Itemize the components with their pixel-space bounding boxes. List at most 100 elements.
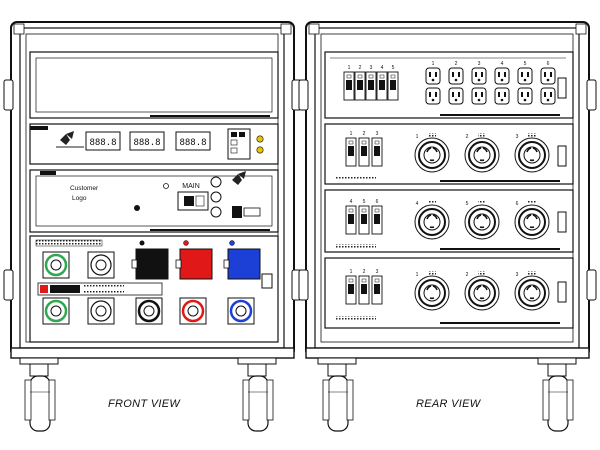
digital-meter: 888.8 xyxy=(129,131,165,151)
receptacle-number: 1 xyxy=(416,134,419,140)
latch-handle[interactable] xyxy=(557,145,567,167)
branch-breaker[interactable] xyxy=(371,205,383,235)
duplex-outlet-icon[interactable] xyxy=(517,67,533,85)
twist-lock-receptacle-icon[interactable] xyxy=(464,200,500,240)
duplex-outlet-icon[interactable] xyxy=(494,67,510,85)
duplex-outlet-icon[interactable] xyxy=(425,87,441,105)
breaker-number: 1 xyxy=(348,65,351,71)
receptacle-number: 5 xyxy=(524,61,527,67)
duplex-outlet-icon[interactable] xyxy=(471,67,487,85)
twist-lock-receptacle-icon[interactable] xyxy=(514,271,550,311)
camlock-neutral-output[interactable] xyxy=(87,297,115,325)
branch-breaker[interactable] xyxy=(358,137,370,167)
camlock-neutral-input[interactable] xyxy=(87,251,115,279)
duplex-outlet-icon[interactable] xyxy=(471,87,487,105)
breaker-number: 5 xyxy=(363,199,366,205)
breaker-number: 2 xyxy=(359,65,362,71)
rear-view-caption: REAR VIEW xyxy=(416,398,481,410)
branch-breaker[interactable] xyxy=(371,137,383,167)
indicator-lamp-icon xyxy=(210,176,222,188)
front-main-panel: Customer Logo MAIN xyxy=(29,169,279,233)
receptacle-number: 3 xyxy=(516,134,519,140)
branch-breaker[interactable] xyxy=(354,71,366,101)
meter-readout: 888.8 xyxy=(133,138,160,148)
branch-breaker[interactable] xyxy=(345,137,357,167)
twist-lock-receptacle-icon[interactable] xyxy=(414,271,450,311)
breaker-number: 5 xyxy=(392,65,395,71)
breaker-number: 1 xyxy=(350,131,353,137)
indicator-lamp-icon xyxy=(210,206,222,218)
latch-handle[interactable] xyxy=(261,273,273,289)
twist-lock-receptacle-icon[interactable] xyxy=(464,133,500,173)
branch-breaker[interactable] xyxy=(387,71,399,101)
front-caster-left xyxy=(19,357,59,432)
phase-b-cover[interactable] xyxy=(175,248,213,280)
twist-lock-receptacle-icon[interactable] xyxy=(414,200,450,240)
warning-icon xyxy=(40,285,48,293)
selector-switch[interactable] xyxy=(227,128,251,160)
camlock-ground-input[interactable] xyxy=(42,251,70,279)
receptacle-number: 2 xyxy=(455,61,458,67)
camlock-phase-c-output[interactable] xyxy=(227,297,255,325)
breaker-number: 6 xyxy=(376,199,379,205)
camlock-phase-a-output[interactable] xyxy=(135,297,163,325)
receptacle-number: 5 xyxy=(466,201,469,207)
twist-lock-receptacle-icon[interactable] xyxy=(514,133,550,173)
duplex-outlet-icon[interactable] xyxy=(540,87,556,105)
receptacle-number: 6 xyxy=(547,61,550,67)
branch-breaker[interactable] xyxy=(358,205,370,235)
indicator-lamp-icon xyxy=(210,191,222,203)
front-view-caption: FRONT VIEW xyxy=(108,398,181,410)
duplex-outlet-icon[interactable] xyxy=(494,87,510,105)
brand-logo-icon xyxy=(232,171,246,185)
duplex-outlet-icon[interactable] xyxy=(517,87,533,105)
camlock-phase-b-output[interactable] xyxy=(179,297,207,325)
receptacle-number: 1 xyxy=(416,272,419,278)
duplex-outlet-icon[interactable] xyxy=(448,67,464,85)
twist-lock-receptacle-icon[interactable] xyxy=(464,271,500,311)
latch-handle[interactable] xyxy=(557,211,567,233)
customer-logo-line1: Customer xyxy=(70,185,99,192)
branch-breaker[interactable] xyxy=(343,71,355,101)
duplex-outlet-icon[interactable] xyxy=(425,67,441,85)
digital-meter: 888.8 xyxy=(175,131,211,151)
digital-meter: 888.8 xyxy=(85,131,121,151)
front-meter-panel: 888.8 888.8 888.8 xyxy=(29,123,279,165)
meter-readout: 888.8 xyxy=(89,138,116,148)
front-caster-right xyxy=(237,357,277,432)
phase-c-cover[interactable] xyxy=(223,248,261,280)
breaker-number: 3 xyxy=(376,131,379,137)
branch-breaker[interactable] xyxy=(345,275,357,305)
duplex-outlet-icon[interactable] xyxy=(540,67,556,85)
receptacle-number: 1 xyxy=(432,61,435,67)
receptacle-number: 2 xyxy=(466,272,469,278)
latch-handle[interactable] xyxy=(557,77,567,99)
meter-readout: 888.8 xyxy=(179,138,206,148)
twist-lock-receptacle-icon[interactable] xyxy=(414,133,450,173)
branch-breaker[interactable] xyxy=(371,275,383,305)
duplex-outlet-icon[interactable] xyxy=(448,87,464,105)
breaker-number: 4 xyxy=(350,199,353,205)
branch-breaker[interactable] xyxy=(358,275,370,305)
branch-breaker[interactable] xyxy=(345,205,357,235)
pilot-light-icon xyxy=(163,183,169,189)
front-connector-panel xyxy=(29,235,279,343)
phase-a-cover[interactable] xyxy=(131,248,169,280)
breaker-number: 4 xyxy=(381,65,384,71)
rear-caster-left xyxy=(317,357,357,432)
indicator-lamp-icon xyxy=(256,135,264,143)
main-breaker-label: MAIN xyxy=(182,183,200,190)
main-breaker[interactable] xyxy=(177,191,209,211)
branch-breaker[interactable] xyxy=(376,71,388,101)
receptacle-number: 4 xyxy=(501,61,504,67)
breaker-number: 2 xyxy=(363,269,366,275)
branch-breaker[interactable] xyxy=(365,71,377,101)
twist-lock-receptacle-icon[interactable] xyxy=(514,200,550,240)
camlock-ground-output[interactable] xyxy=(42,297,70,325)
latch-handle[interactable] xyxy=(557,281,567,303)
breaker-number: 1 xyxy=(350,269,353,275)
front-blank-panel xyxy=(29,51,279,119)
